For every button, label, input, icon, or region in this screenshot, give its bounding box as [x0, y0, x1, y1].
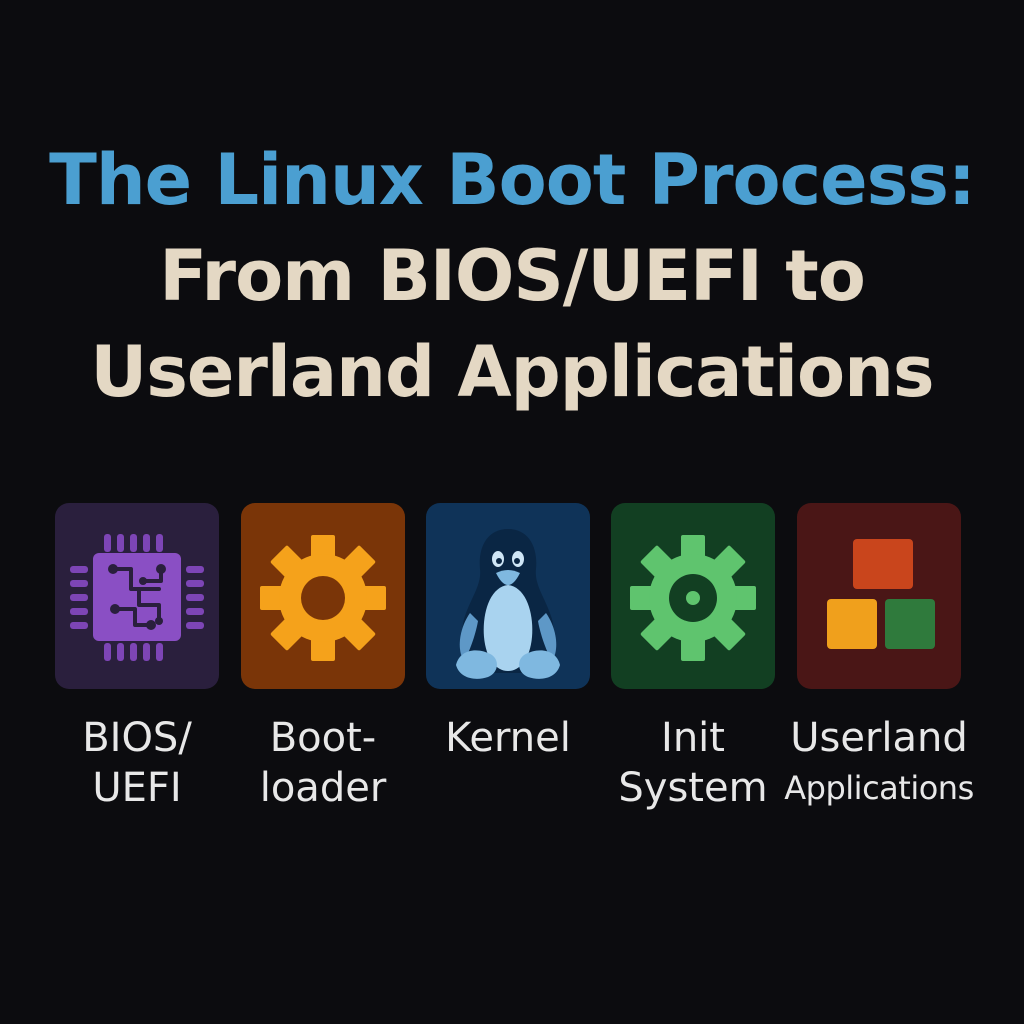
step-label-line-2: loader — [259, 765, 387, 811]
title-line-1: The Linux Boot Process: — [49, 139, 976, 221]
step-label-line-1: Userland — [790, 715, 968, 761]
gear-icon — [630, 535, 756, 661]
userland-applications-tile — [797, 503, 961, 689]
step-label-line-1: Boot- — [269, 715, 377, 761]
step-label-line-1: BIOS/ — [82, 715, 192, 761]
step-label-line-2: Applications — [784, 769, 974, 807]
step-label: Boot- loader — [211, 713, 435, 813]
step-label-line-2: System — [618, 765, 768, 811]
step-label: Userland Applications — [767, 713, 991, 813]
title-line-3: Userland Applications — [90, 331, 934, 413]
step-label: BIOS/ UEFI — [25, 713, 249, 813]
step-kernel: Kernel — [426, 503, 590, 761]
step-init-system: Init System — [611, 503, 775, 811]
gear-icon — [260, 535, 386, 661]
kernel-tile — [426, 503, 590, 689]
step-label-line-1: Init — [661, 715, 725, 761]
step-userland-applications: Userland Applications — [784, 503, 974, 807]
init-system-tile — [611, 503, 775, 689]
step-label: Init System — [581, 713, 805, 813]
bios-uefi-tile — [55, 503, 219, 689]
app-blocks-icon — [827, 539, 935, 649]
tux-penguin-icon — [456, 529, 560, 679]
bootloader-tile — [241, 503, 405, 689]
step-label-line-1: Kernel — [445, 715, 571, 761]
cpu-chip-icon — [70, 534, 204, 661]
title-line-2: From BIOS/UEFI to — [159, 235, 866, 317]
step-bios-uefi: BIOS/ UEFI — [55, 503, 219, 811]
step-label-line-2: UEFI — [92, 765, 182, 811]
step-bootloader: Boot- loader — [241, 503, 405, 811]
page-title: The Linux Boot Process: From BIOS/UEFI t… — [0, 132, 1024, 420]
step-label: Kernel — [396, 713, 620, 763]
